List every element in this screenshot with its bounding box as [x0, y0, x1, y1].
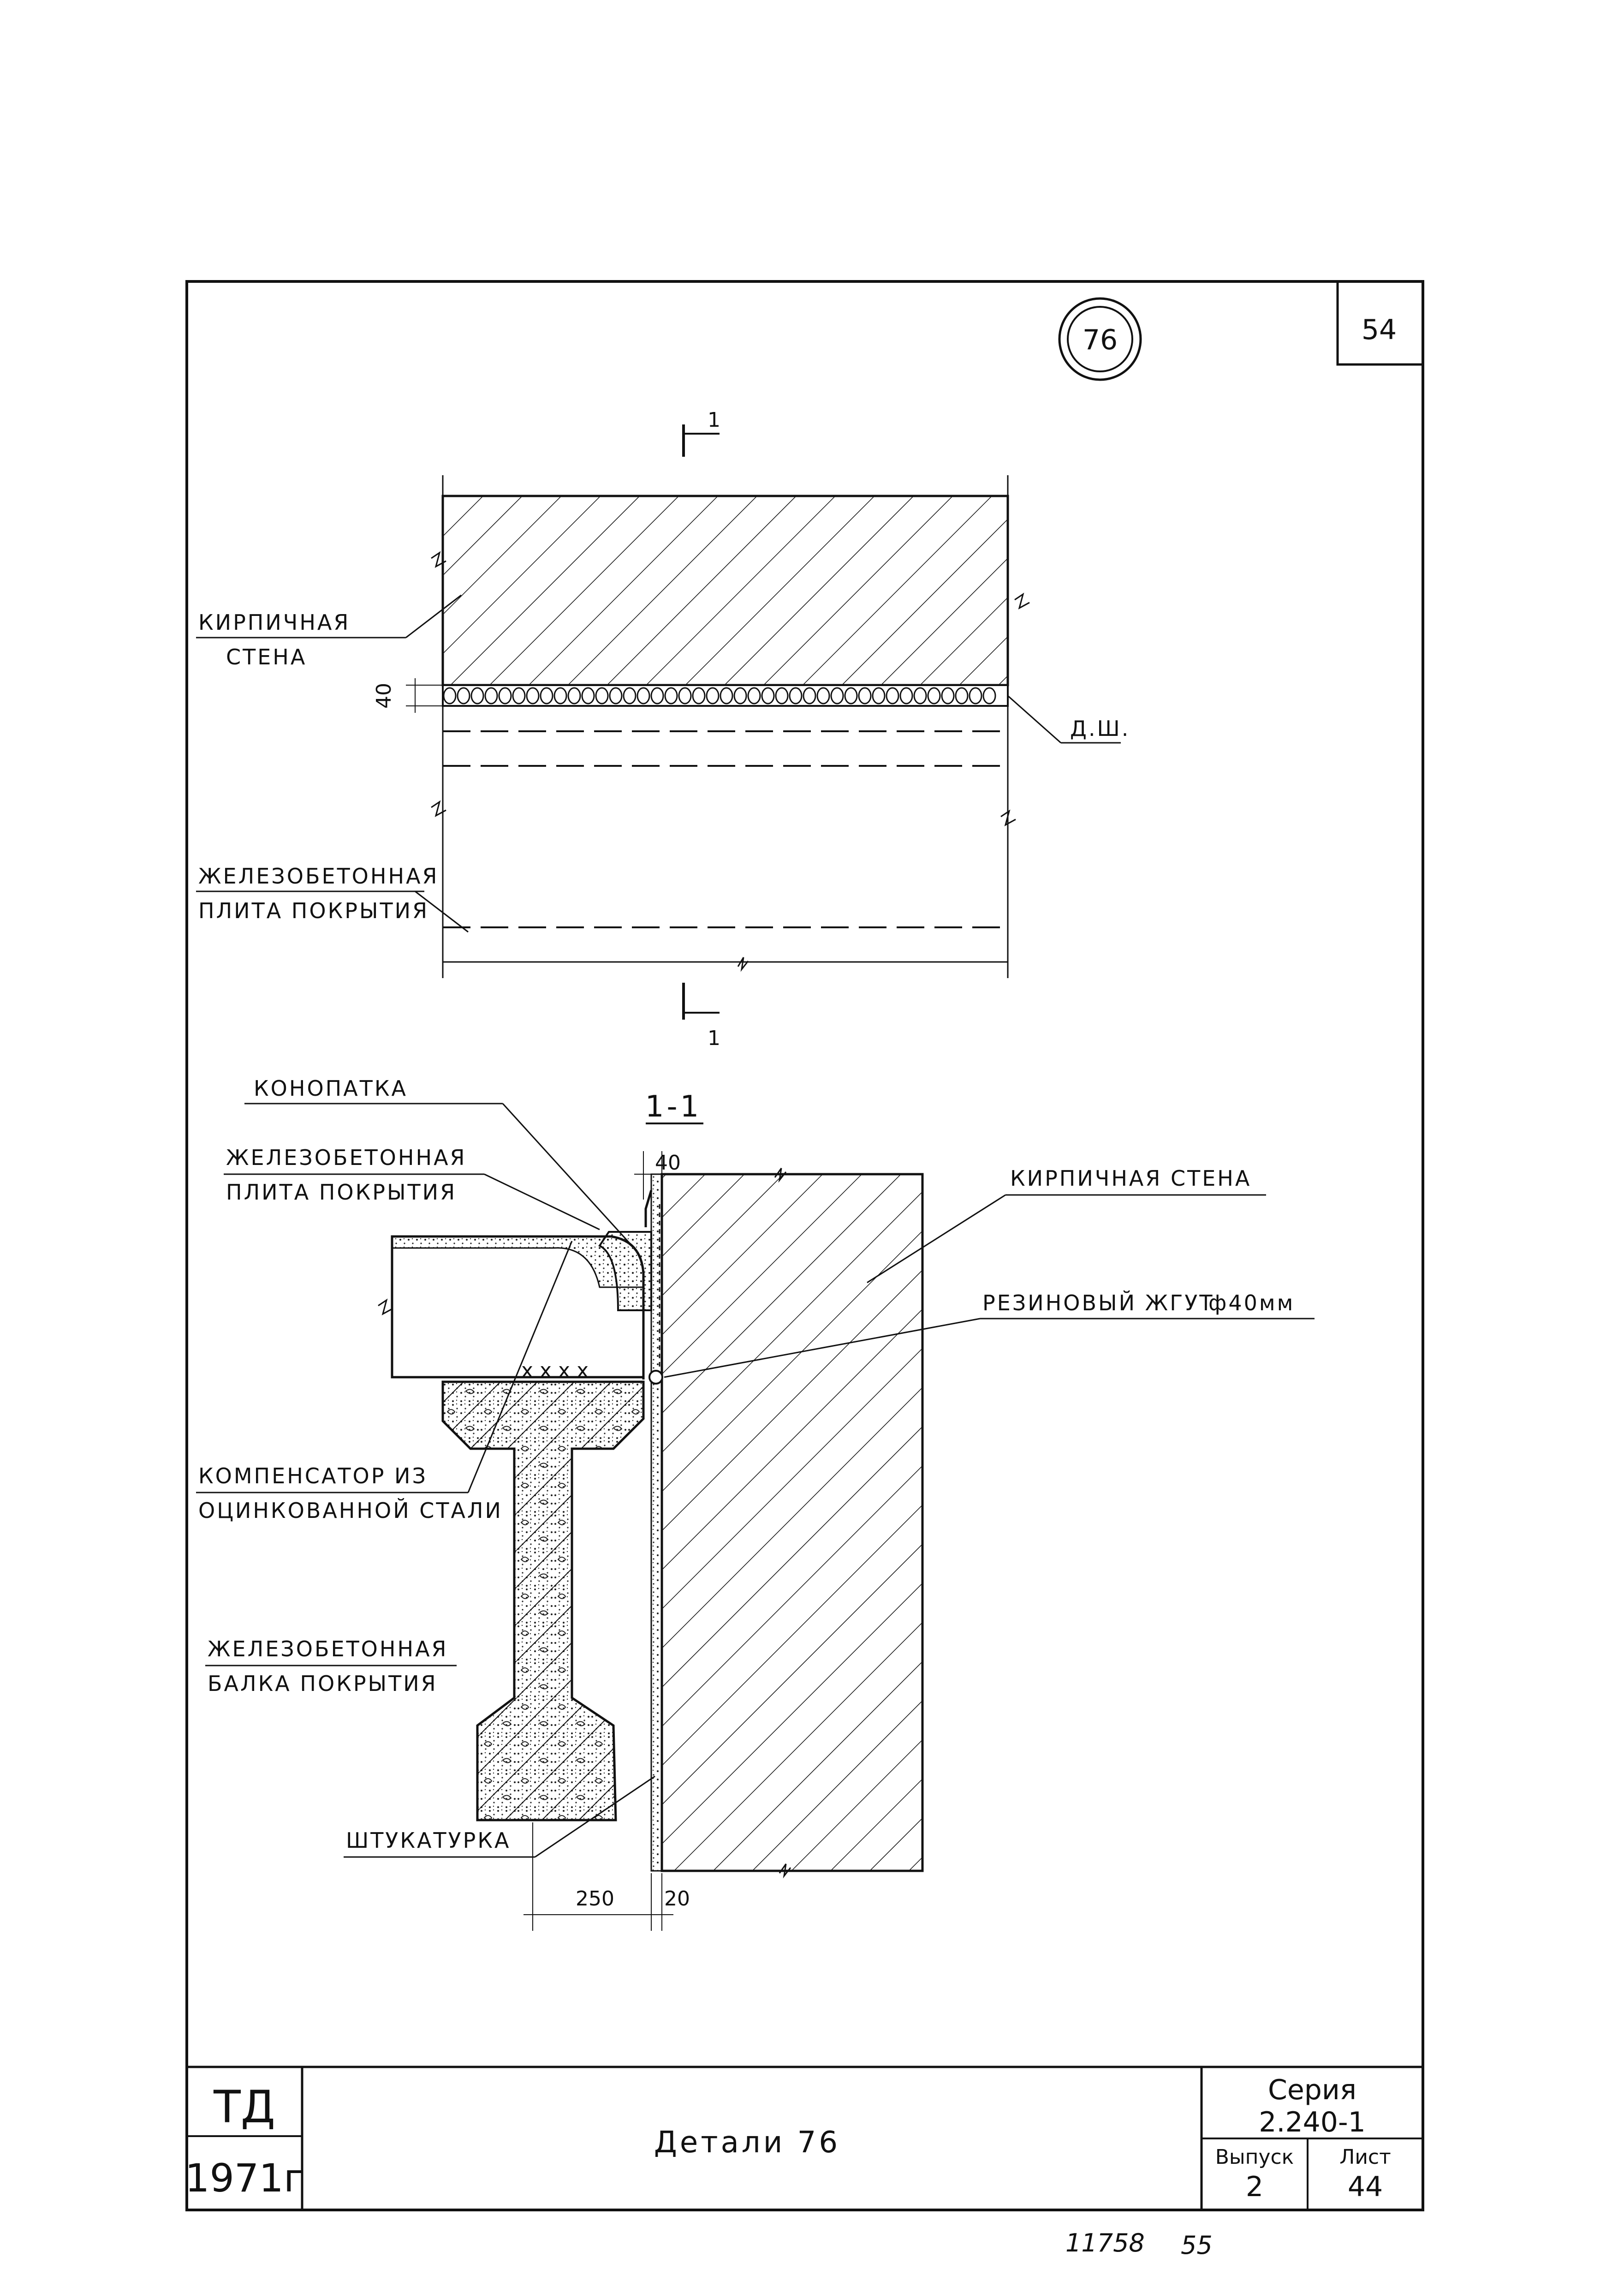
plan-slab-label-2: ПЛИТА ПОКРЫТИЯ	[198, 898, 429, 923]
svg-text:250: 250	[576, 1887, 614, 1911]
svg-text:1: 1	[708, 1027, 720, 1050]
rope-loop	[747, 687, 761, 705]
section-cut-mark-bottom: 1	[682, 983, 720, 1050]
plan-brick-wall	[441, 495, 1009, 687]
rope-loop	[775, 687, 789, 705]
plan-wall-label-2: СТЕНА	[226, 645, 307, 669]
rope-loop	[913, 687, 927, 705]
rope-loop	[664, 687, 678, 705]
rope-loop	[886, 687, 899, 705]
issue-label: Выпуск	[1215, 2145, 1294, 2169]
rope-loop	[443, 687, 457, 705]
sheet-title: Детали 76	[654, 2126, 840, 2160]
rope-loop	[720, 687, 733, 705]
rope-loop	[941, 687, 955, 705]
compensator	[644, 1190, 653, 1227]
rope-loop	[526, 687, 540, 705]
rope-loop	[581, 687, 595, 705]
plan-slab-label: ЖЕЛЕЗОБЕТОННАЯ	[198, 864, 439, 889]
svg-text:40: 40	[655, 1151, 681, 1175]
rope-loop	[540, 687, 553, 705]
rope-loop	[484, 687, 498, 705]
section-slab-label-2: ПЛИТА ПОКРЫТИЯ	[226, 1180, 457, 1205]
rope-loop	[816, 687, 830, 705]
beam-label-2: БАЛКА ПОКРЫТИЯ	[208, 1671, 438, 1696]
rope-loop	[470, 687, 484, 705]
page-number-box	[1336, 280, 1424, 366]
sheet-value: 44	[1348, 2171, 1383, 2203]
svg-text:1: 1	[708, 408, 720, 432]
page-number: 54	[1362, 314, 1397, 346]
rope-loop	[650, 687, 664, 705]
section-view: 1-1 x x x x 40	[196, 1076, 1315, 1931]
org-code: ТД	[213, 2081, 275, 2133]
rope-loop	[706, 687, 720, 705]
rope-loop	[609, 687, 623, 705]
rope-loop	[982, 687, 996, 705]
comp-label-2: ОЦИНКОВАННОЙ СТАЛИ	[198, 1498, 503, 1523]
plaster-label: ШТУКАТУРКА	[346, 1828, 511, 1853]
rope-loop	[872, 687, 886, 705]
plan-view: 1 40 1	[196, 408, 1130, 1050]
section-beam	[441, 1380, 645, 1821]
sheet-label: Лист	[1339, 2145, 1391, 2169]
org-year: 1971г	[185, 2156, 304, 2201]
detail-number-marker: 76	[1058, 297, 1142, 381]
rope-loop	[858, 687, 872, 705]
section-slab-label: ЖЕЛЕЗОБЕТОННАЯ	[226, 1145, 467, 1170]
plaster-strip	[650, 1173, 663, 1872]
plan-joint-label: Д.Ш.	[1070, 716, 1130, 741]
plan-joint-rope	[443, 687, 996, 705]
section-brick-wall	[660, 1173, 924, 1872]
issue-value: 2	[1246, 2171, 1263, 2203]
title-block: ТД 1971г Детали 76 Серия 2.240-1 Выпуск …	[185, 2066, 1423, 2210]
rope-loop	[692, 687, 706, 705]
section-dim-bottom: 250 20	[523, 1822, 690, 1931]
page-counter: 55	[1181, 2231, 1213, 2260]
rope-loop	[567, 687, 581, 705]
rubber-label: РЕЗИНОВЫЙ ЖГУТ	[982, 1290, 1214, 1315]
section-dim-40: 40	[634, 1151, 681, 1200]
rope-loop	[678, 687, 692, 705]
rope-loop	[553, 687, 567, 705]
series-value: 2.240-1	[1259, 2106, 1366, 2138]
weld-marks: x x x x	[521, 1359, 589, 1382]
rope-loop	[969, 687, 982, 705]
rope-loop	[637, 687, 650, 705]
plan-wall-label: КИРПИЧНАЯ	[198, 610, 350, 635]
rope-loop	[595, 687, 609, 705]
svg-text:20: 20	[664, 1887, 690, 1911]
section-cut-mark-top: 1	[682, 408, 720, 457]
rope-loop	[830, 687, 844, 705]
svg-text:76: 76	[1083, 324, 1118, 356]
section-wall-label: КИРПИЧНАЯ СТЕНА	[1010, 1166, 1251, 1191]
section-title: 1-1	[645, 1090, 702, 1124]
rope-loop	[733, 687, 747, 705]
rope-loop	[498, 687, 512, 705]
comp-label: КОМПЕНСАТОР ИЗ	[198, 1463, 428, 1488]
plan-joint-dimension: 40	[372, 678, 443, 713]
rubber-size: ф40мм	[1208, 1290, 1295, 1315]
series-label: Серия	[1268, 2074, 1356, 2106]
sheet-frame	[185, 280, 1424, 2211]
rope-loop	[623, 687, 637, 705]
rope-loop	[844, 687, 858, 705]
caulk-label: КОНОПАТКА	[254, 1076, 408, 1101]
rope-loop	[803, 687, 816, 705]
rope-loop	[512, 687, 526, 705]
beam-label: ЖЕЛЕЗОБЕТОННАЯ	[208, 1636, 448, 1661]
svg-text:40: 40	[372, 683, 396, 709]
rope-loop	[789, 687, 803, 705]
section-joint-rope	[648, 1204, 663, 1385]
rope-loop	[457, 687, 470, 705]
rope-loop	[927, 687, 941, 705]
rope-loop	[761, 687, 775, 705]
caulking	[598, 1231, 652, 1311]
rope-loop	[899, 687, 913, 705]
archive-number: 11758	[1065, 2228, 1145, 2257]
rope-loop	[955, 687, 969, 705]
